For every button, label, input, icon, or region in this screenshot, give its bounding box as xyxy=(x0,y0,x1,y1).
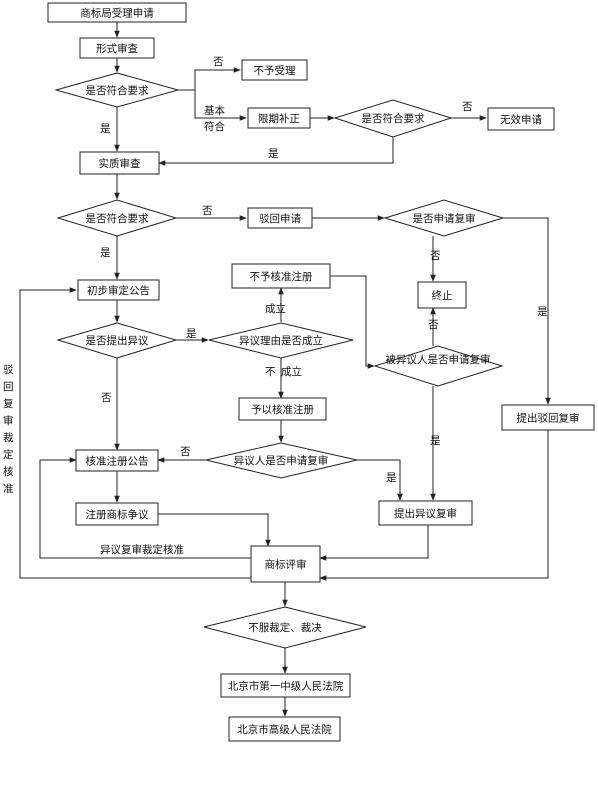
edge-label-yes-4: 是 xyxy=(537,306,548,318)
connectors xyxy=(19,22,551,717)
node-reject-apply xyxy=(247,207,313,229)
edge-label-opp-review-approved: 异议复审裁定核准 xyxy=(100,543,184,556)
node-substantive-review-label: 实质审查 xyxy=(99,157,141,170)
vertical-char: 裁 xyxy=(3,431,14,444)
node-reg-dispute-label: 注册商标争议 xyxy=(86,508,149,521)
node-correct-in-time-label: 限期补正 xyxy=(258,112,300,125)
decision-meet-req-3-label: 是否符合要求 xyxy=(86,212,149,225)
edge-trab-to-prelim xyxy=(19,287,251,579)
edge-label-no-2: 否 xyxy=(462,101,473,113)
node-opp-review-label: 提出异议复审 xyxy=(394,507,457,520)
edge-label-no-4: 否 xyxy=(430,250,441,262)
decision-meet-req-2 xyxy=(333,99,453,138)
edge-label-yes-1: 是 xyxy=(100,123,111,135)
decision-opp-reason-label: 异议理由是否成立 xyxy=(239,334,323,347)
edge-label-basic-1: 基本 xyxy=(204,104,225,117)
edge-label-established: 成立 xyxy=(265,302,286,315)
node-not-accepted xyxy=(241,59,308,81)
node-beijing-1st-court xyxy=(220,673,351,698)
vertical-char: 定 xyxy=(3,448,14,461)
node-invalid-apply xyxy=(487,107,555,131)
node-reg-dispute xyxy=(75,502,159,526)
node-substantive-review xyxy=(79,151,160,175)
decision-opposition xyxy=(56,322,178,359)
node-invalid-apply-label: 无效申请 xyxy=(500,113,542,126)
vertical-char: 回 xyxy=(3,381,14,393)
node-not-approve-reg-label: 不予核准注册 xyxy=(250,270,313,283)
vertical-char: 审 xyxy=(3,414,14,427)
node-terminate xyxy=(417,281,467,309)
edge-label-not-2: 成立 xyxy=(281,365,302,378)
edge-label-no-6: 否 xyxy=(101,392,112,404)
node-not-approve-reg xyxy=(231,263,331,289)
edge-label-yes-3: 是 xyxy=(100,247,111,259)
node-reject-apply-label: 驳回申请 xyxy=(259,212,301,225)
node-beijing-high-court-label: 北京市高级人民法院 xyxy=(237,723,332,736)
node-prelim-announce xyxy=(77,279,160,301)
edge-label-no-3: 否 xyxy=(202,205,213,217)
node-reject-review-label: 提出驳回复审 xyxy=(517,412,580,425)
edge-notapprove-to-opposed xyxy=(330,275,375,369)
node-approve-reg-announce-label: 核准注册公告 xyxy=(86,455,149,468)
node-approve-reg-label: 予以核准注册 xyxy=(251,403,314,416)
node-approve-reg xyxy=(238,397,327,421)
node-beijing-1st-court-label: 北京市第一中级人民法院 xyxy=(228,680,344,693)
edge-label-yes-7: 是 xyxy=(386,472,397,484)
edge-review1-yes xyxy=(503,217,551,405)
node-formal-review xyxy=(79,37,155,59)
edge-check2-yes xyxy=(158,137,394,166)
decision-dissatisfied-label: 不服裁定、裁决 xyxy=(248,621,322,634)
edge-label-yes-6: 是 xyxy=(430,435,441,447)
vertical-char: 复 xyxy=(3,397,14,410)
decision-apply-review-1-label: 是否申请复审 xyxy=(413,212,476,225)
edge-check1-basic xyxy=(178,89,247,121)
vertical-label-reject-review-approved: 驳 回 复 审 裁 定 核 准 xyxy=(3,364,14,495)
vertical-char: 驳 xyxy=(3,364,14,376)
node-correct-in-time xyxy=(247,107,311,129)
node-formal-review-label: 形式审查 xyxy=(96,42,138,55)
edge-trab-to-announce xyxy=(39,457,251,559)
node-accept-apply xyxy=(47,2,187,23)
edge-oppreview-to-trab xyxy=(319,525,429,561)
node-opp-review xyxy=(378,500,473,526)
node-terminate-label: 终止 xyxy=(432,289,453,302)
decision-opp-reason xyxy=(208,322,354,359)
node-beijing-high-court xyxy=(228,716,341,742)
decision-opponent-review-label: 异议人是否申请复审 xyxy=(234,454,329,467)
decision-opposition-label: 是否提出异议 xyxy=(86,334,149,347)
decision-meet-req-1-label: 是否符合要求 xyxy=(86,84,149,97)
vertical-char: 核 xyxy=(3,465,14,478)
edge-label-basic-2: 符合 xyxy=(204,120,225,133)
decision-meet-req-2-label: 是否符合要求 xyxy=(362,112,425,125)
edge-opponent-review-yes xyxy=(357,459,403,501)
edge-label-no-7: 否 xyxy=(180,446,191,458)
node-accept-apply-label: 商标局受理申请 xyxy=(80,7,154,20)
edge-rejectreview-to-trab xyxy=(319,430,549,581)
edge-label-yes-5: 是 xyxy=(186,328,197,340)
edge-label-no-5: 否 xyxy=(428,319,439,331)
decision-opposed-party-review-label: 被异议人是否申请复审 xyxy=(386,353,491,366)
edge-label-no-1: 否 xyxy=(213,56,224,68)
node-reject-review xyxy=(501,404,595,431)
vertical-char: 准 xyxy=(3,483,14,495)
node-approve-reg-announce xyxy=(75,449,159,472)
decision-apply-review-1 xyxy=(383,199,505,237)
node-trab-label: 商标评审 xyxy=(265,558,307,571)
edge-label-yes-2: 是 xyxy=(268,148,279,160)
node-trab xyxy=(250,545,321,583)
decision-meet-req-3 xyxy=(56,199,178,237)
edge-label-not-1: 不 xyxy=(265,366,276,378)
node-prelim-announce-label: 初步审定公告 xyxy=(87,284,150,297)
edge-dispute-to-trab xyxy=(158,513,271,547)
decision-dissatisfied xyxy=(203,606,367,649)
node-not-accepted-label: 不予受理 xyxy=(254,65,296,77)
edge-check1-no xyxy=(178,67,241,91)
decision-opponent-review xyxy=(205,442,358,479)
decision-opposed-party-review xyxy=(373,345,504,387)
decision-meet-req-1 xyxy=(54,72,180,108)
